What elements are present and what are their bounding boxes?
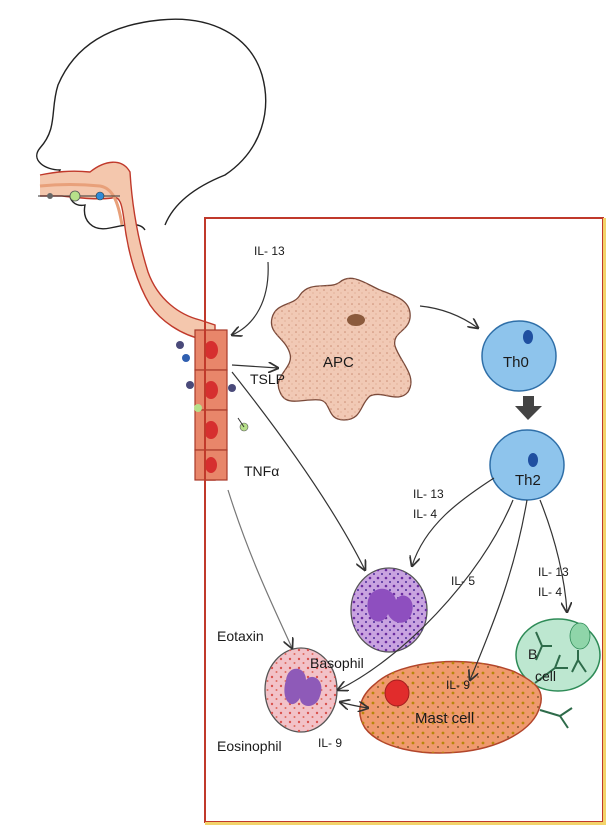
th2-nucleus [528,453,538,467]
mast-cell-nucleus [385,680,409,706]
label-il9-bottom: IL- 9 [318,736,342,750]
label-il4-left: IL- 4 [413,507,437,521]
th2-cell [490,430,564,500]
label-apc: APC [323,354,354,371]
label-b: B [528,646,537,662]
epithelial-cells [176,330,248,480]
label-il4-right: IL- 4 [538,585,562,599]
arrow-il13-to-epithelium [232,262,268,335]
label-th2: Th2 [515,472,541,489]
label-il13-right: IL- 13 [538,565,569,579]
arrow-epithelium-to-eosinophil [228,490,292,648]
airway-tube [40,162,215,480]
label-il9-mid: IL- 9 [446,678,470,692]
label-eotaxin: Eotaxin [217,628,264,644]
label-th0: Th0 [503,354,529,371]
label-eosinophil: Eosinophil [217,738,282,754]
label-il13-top: IL- 13 [254,244,285,258]
label-il5: IL- 5 [451,574,475,588]
apc-nucleus [347,314,365,326]
label-cell: cell [535,668,556,684]
arrow-epithelium-to-apc [232,365,278,368]
label-mast-cell: Mast cell [415,710,474,727]
label-basophil: Basophil [310,655,364,671]
label-il13-left: IL- 13 [413,487,444,501]
label-tnfa: TNFα [244,463,279,479]
differentiation-arrow [515,396,542,420]
label-tslp: TSLP [250,371,285,387]
th0-nucleus [523,330,533,344]
arrow-apc-to-th0 [420,306,478,328]
